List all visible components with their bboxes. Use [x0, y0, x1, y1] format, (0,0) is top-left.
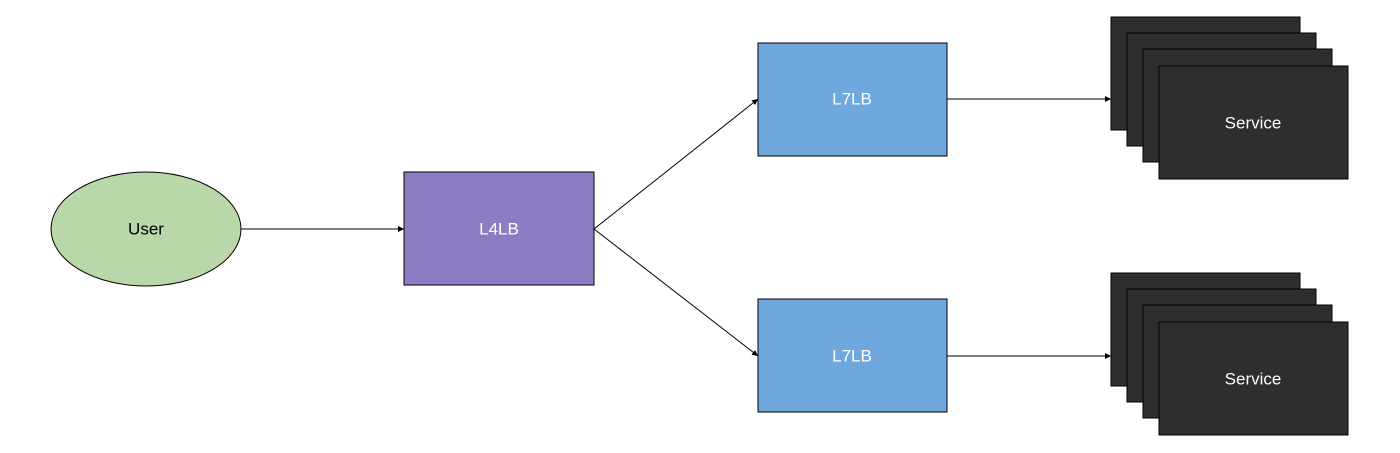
l7lb-top-node: L7LB — [757, 42, 948, 157]
l4lb-box — [403, 171, 595, 286]
service-top-label: Service — [1225, 114, 1282, 133]
user-node: User — [50, 171, 242, 287]
l4lb-label: L4LB — [479, 220, 519, 239]
l7lb-top-label: L7LB — [832, 90, 872, 109]
edge-l4lb-to-l7lb-top — [593, 98, 759, 230]
user-label: User — [128, 220, 164, 239]
l7lb-top-box — [757, 42, 948, 157]
l4lb-node: L4LB — [403, 171, 595, 286]
service-bottom-card-4 — [1158, 321, 1349, 436]
edge-l4lb-to-l7lb-bottom — [593, 228, 759, 357]
service-stack-bottom: Service — [1110, 272, 1349, 436]
l7lb-bottom-node: L7LB — [757, 298, 948, 413]
service-top-card-4 — [1158, 65, 1349, 180]
l7lb-bottom-box — [757, 298, 948, 413]
service-bottom-label: Service — [1225, 370, 1282, 389]
service-stack-top: Service — [1110, 16, 1349, 180]
user-ellipse — [50, 171, 242, 287]
l7lb-bottom-label: L7LB — [832, 347, 872, 366]
